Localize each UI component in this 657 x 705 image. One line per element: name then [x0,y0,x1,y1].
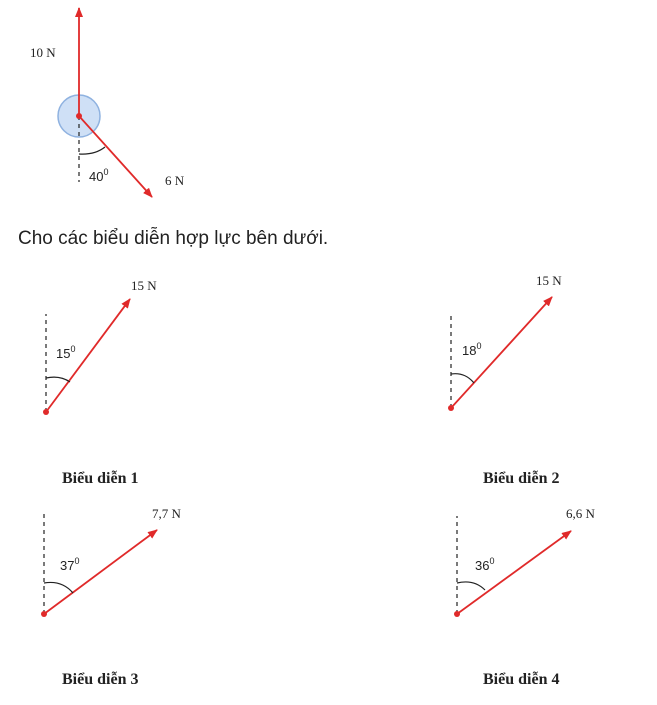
angle-label: 180 [462,341,481,358]
force-label: 7,7 N [152,506,182,521]
application-point [448,405,454,411]
diagram-caption: Biểu diễn 1 [62,470,138,487]
angle-degree: 0 [103,167,108,177]
resultant-force-arrow [45,298,131,413]
diagram-caption: Biểu diễn 3 [62,671,138,688]
angle-value: 40 [89,169,103,184]
diagram-2: 15 N 180 Biểu diễn 2 [448,273,562,487]
force-up-label: 10 N [30,45,56,60]
resultant-force-arrow [456,530,572,615]
angle-degree: 0 [476,341,481,351]
application-point [43,409,49,415]
angle-arc [456,581,486,591]
angle-value: 37 [60,558,74,573]
force-arrow-down-right [78,115,153,198]
angle-value: 18 [462,343,476,358]
resultant-force-arrow [450,296,553,409]
diagram-3: 7,7 N 370 Biểu diễn 3 [41,506,182,688]
angle-label: 400 [89,167,108,184]
diagram-4: 6,6 N 360 Biểu diễn 4 [454,506,596,688]
force-label: 15 N [536,273,562,288]
angle-arc [43,581,74,594]
angle-degree: 0 [74,556,79,566]
angle-label: 360 [475,556,494,573]
angle-label: 150 [56,344,75,361]
angle-value: 36 [475,558,489,573]
intro-text: Cho các biểu diễn hợp lực bên dưới. [18,228,329,249]
diagram-caption: Biểu diễn 4 [483,671,559,688]
diagram-caption: Biểu diễn 2 [483,470,559,487]
application-point [454,611,460,617]
application-point [41,611,47,617]
angle-label: 370 [60,556,79,573]
force-label: 6,6 N [566,506,596,521]
resultant-force-arrow [43,529,158,615]
diagram-1: 15 N 150 Biểu diễn 1 [43,278,157,487]
angle-degree: 0 [70,344,75,354]
force-label: 15 N [131,278,157,293]
angle-value: 15 [56,346,70,361]
top-figure: 10 N 6 N 400 [30,7,185,198]
angle-arc [78,146,106,155]
angle-arc [45,376,71,383]
angle-arc [450,373,475,384]
force-down-label: 6 N [165,173,185,188]
application-point [76,113,82,119]
angle-degree: 0 [489,556,494,566]
